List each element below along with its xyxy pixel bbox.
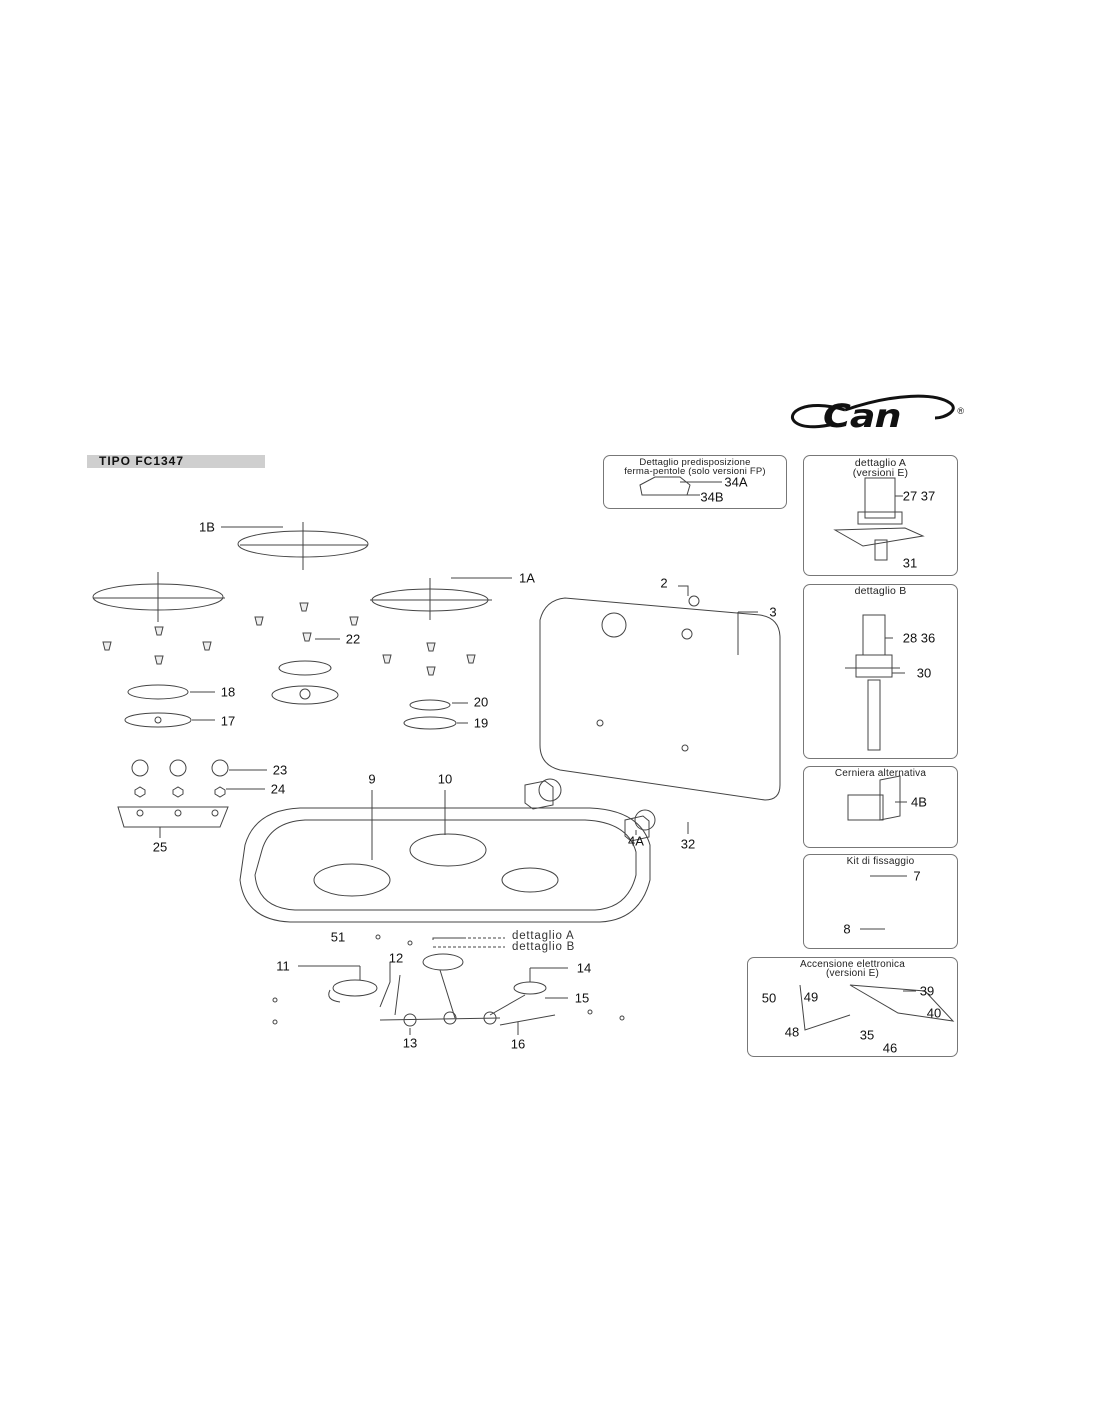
part-label-15: 15 (574, 990, 590, 1006)
part-label-14: 14 (576, 960, 592, 976)
part-label-25: 25 (152, 839, 168, 855)
detail-box-accensione: Accensione elettronica(versioni E) (747, 957, 958, 1057)
part-label-34A: 34A (724, 474, 748, 490)
part-label-24: 24 (270, 781, 286, 797)
part-label-13: 13 (402, 1035, 418, 1051)
part-label-18: 18 (220, 684, 236, 700)
detail-b-ref: dettaglio B (512, 941, 576, 953)
detail-box-b: dettaglio B (803, 584, 958, 759)
part-label-8: 8 (843, 921, 851, 937)
part-label-1B: 1B (199, 519, 215, 535)
pan-support-1B (237, 522, 369, 570)
part-label-19: 19 (473, 715, 489, 731)
part-label-3: 3 (769, 604, 777, 620)
part-label-10: 10 (437, 771, 453, 787)
part-label-31: 31 (902, 555, 918, 571)
part-label-32: 32 (680, 836, 696, 852)
part-label-48: 48 (784, 1024, 800, 1040)
part-label-39: 39 (919, 983, 935, 999)
part-label-40: 40 (926, 1005, 942, 1021)
part-label-17: 17 (220, 713, 236, 729)
part-label-2: 2 (660, 575, 668, 591)
part-label-46: 46 (882, 1040, 898, 1056)
part-label-49: 49 (803, 989, 819, 1005)
part-label-22: 22 (345, 631, 361, 647)
part-label-4A: 4A (628, 833, 644, 849)
pan-support-left (92, 572, 225, 622)
detail-box-a: dettaglio A(versioni E) (803, 455, 958, 576)
model-title: TIPO FC1347 (87, 455, 265, 468)
can-logo: Can ® (785, 388, 970, 436)
part-label-4B: 4B (911, 794, 927, 810)
detail-a-ref: dettaglio A (512, 930, 575, 942)
part-label-51: 51 (330, 929, 346, 945)
logo-swoosh-icon (791, 394, 955, 429)
pan-support-1A (370, 578, 492, 620)
part-label-9: 9 (368, 771, 376, 787)
part-label-34B: 34B (700, 489, 724, 505)
part-label-12: 12 (388, 950, 404, 966)
part-label-23: 23 (272, 762, 288, 778)
part-label-7: 7 (913, 868, 921, 884)
detail-box-kit: Kit di fissaggio (803, 854, 958, 949)
part-label-20: 20 (473, 694, 489, 710)
part-label-27-37: 27 37 (902, 488, 936, 504)
part-label-1A: 1A (519, 570, 535, 586)
part-label-28-36: 28 36 (902, 630, 936, 646)
detail-box-cerniera: Cerniera alternativa (803, 766, 958, 848)
part-label-11: 11 (276, 958, 290, 974)
part-label-50: 50 (761, 990, 777, 1006)
part-label-16: 16 (510, 1036, 526, 1052)
part-label-35: 35 (859, 1027, 875, 1043)
part-label-30: 30 (916, 665, 932, 681)
